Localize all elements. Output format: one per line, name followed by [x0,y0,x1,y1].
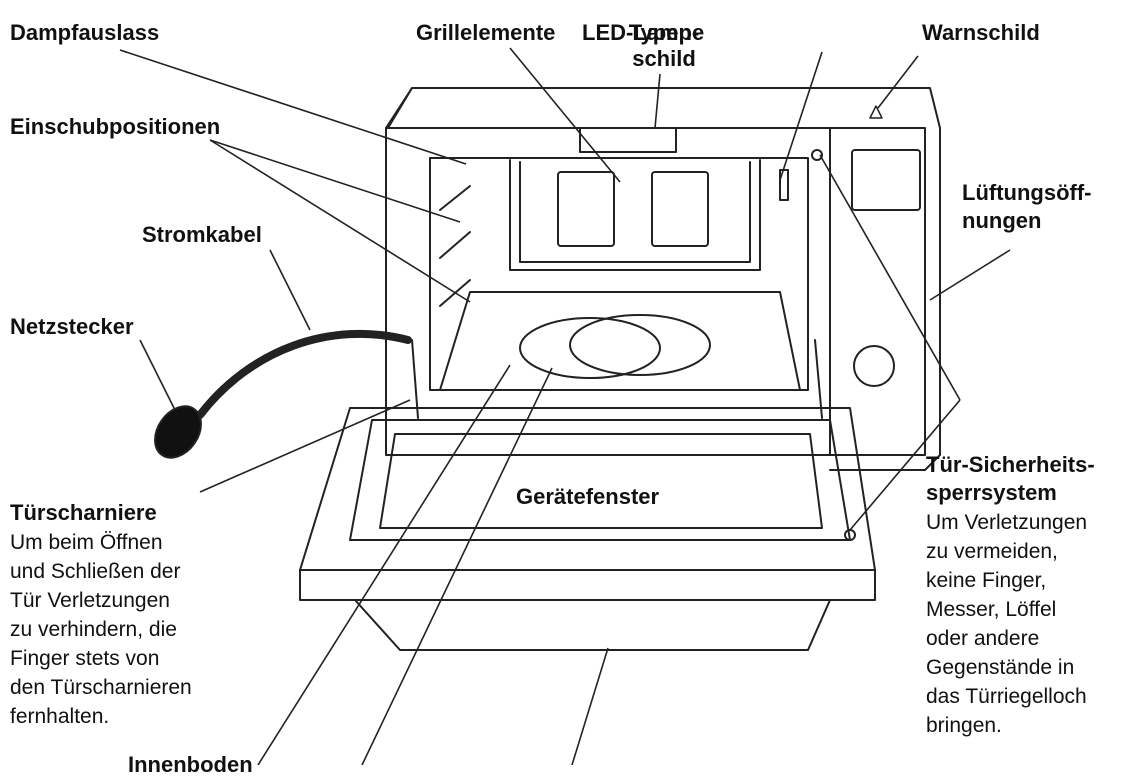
leader-einschub-2 [209,139,471,303]
rating-plate [579,127,677,153]
label-typenschild-line2: schild [632,46,696,71]
door-latch-upper [811,149,823,161]
label-tuer-sicherheit-line1: Tür-Sicherheits- [926,452,1095,477]
label-stromkabel: Stromkabel [142,222,262,247]
desc-tuerscharniere-line: und Schließen der [10,560,181,583]
leader-dampfauslass [119,49,467,165]
desc-tuerscharniere-line: den Türscharnieren [10,676,192,699]
label-geraetefenster: Gerätefenster [516,484,660,509]
desc-tuerscharniere-line: zu verhindern, die [10,618,177,641]
shelf-rail-left-1 [439,185,471,211]
label-grillelemente: Grillelemente [416,20,556,45]
power-plug [154,405,202,459]
door-hinge-left [411,339,419,419]
leader-tuerscharniere [199,399,411,493]
desc-tuer-sicherheit-line: Um Verletzungen [926,511,1088,534]
label-led-lampe: LED-Lampe [582,20,705,45]
turntable-ring-1 [519,317,661,379]
desc-tuerscharniere-line: Um beim Öffnen [10,531,163,554]
label-tuerscharniere: Türscharniere [10,500,157,525]
leader-tuersicherheit-1 [819,154,961,401]
grill-element-left [557,171,615,247]
desc-tuer-sicherheit-line: bringen. [926,714,1002,737]
power-cable [196,329,412,419]
leader-netzstecker [139,339,176,411]
turntable-ring-2 [569,314,711,376]
control-knob [853,345,895,387]
leader-led [779,51,823,181]
cavity-floor [439,291,801,391]
desc-tuer-sicherheit: Um Verletzungen zu vermeiden, keine Fing… [926,508,1087,740]
door-front [299,569,876,601]
door-inner-frame [349,419,851,541]
cavity-outline [429,157,809,391]
control-panel [829,127,926,456]
leader-warnschild [877,55,919,109]
desc-tuerscharniere-line: Tür Verletzungen [10,589,170,612]
label-lueftung-line2: nungen [962,208,1042,233]
door-hinge-right [814,339,823,419]
label-tuer-sicherheit-line2: sperrsystem [926,480,1057,505]
label-lueftung-line1: Lüftungsöff- [962,180,1092,205]
leader-einschub-1 [209,139,461,223]
desc-tuer-sicherheit-line: Gegenstände in [926,656,1075,679]
desc-tuer-sicherheit-line: das Türriegelloch [926,685,1087,708]
leader-innen-2 [361,367,553,765]
control-display [851,149,921,211]
leader-geraetefenster [571,647,609,765]
leader-stromkabel [269,249,311,331]
shelf-rail-left-2 [439,231,471,259]
desc-tuer-sicherheit-line: zu vermeiden, [926,540,1058,563]
oven-top-edge [387,87,413,129]
label-typenschild-line1: Typen- [628,20,700,45]
door-window [379,433,823,529]
desc-tuer-sicherheit-line: oder andere [926,627,1040,650]
label-einschubpositionen: Einschubpositionen [10,114,221,139]
grill-element-right [651,171,709,247]
desc-tuerscharniere: Um beim Öffnen und Schließen der Tür Ver… [10,528,192,731]
label-innenboden-partial: Innenboden [128,752,253,777]
desc-tuer-sicherheit-line: keine Finger, [926,569,1047,592]
leader-lueftung [929,249,1011,301]
label-dampfauslass: Dampfauslass [10,20,160,45]
label-warnschild: Warnschild [922,20,1040,45]
desc-tuerscharniere-line: fernhalten. [10,705,110,728]
cavity-back [509,159,761,271]
desc-tuerscharniere-line: Finger stets von [10,647,160,670]
leader-tuersicherheit-2 [849,399,961,531]
door-handle [354,599,831,651]
leader-grill [509,47,621,183]
desc-tuer-sicherheit-line: Messer, Löffel [926,598,1057,621]
cavity-back-inner [519,161,751,263]
warning-triangle [869,105,883,119]
leader-innen-1 [257,364,511,765]
leader-typenschild [654,73,661,129]
label-netzstecker: Netzstecker [10,314,134,339]
oven-body-outline [385,87,941,471]
